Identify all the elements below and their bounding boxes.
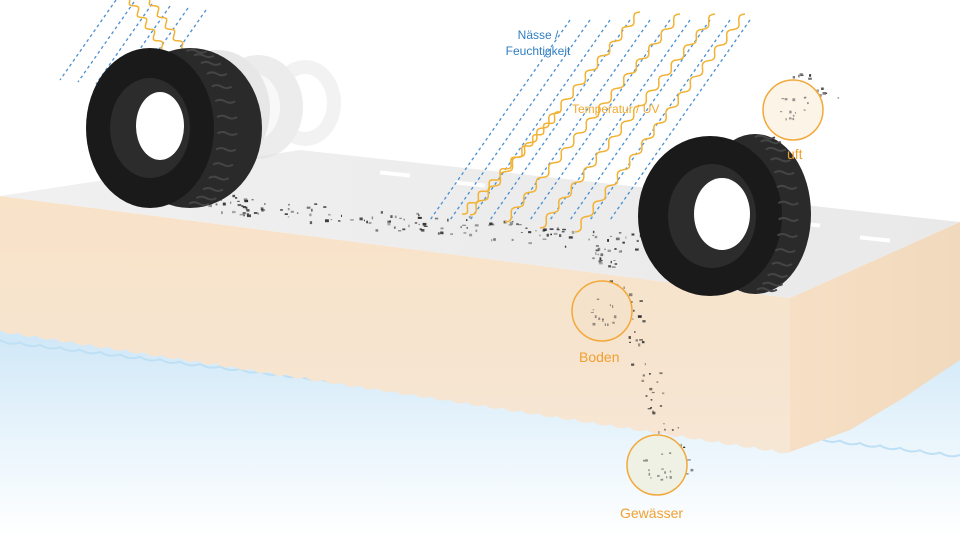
- tire-icon: [638, 134, 811, 296]
- air-circle: [762, 79, 824, 141]
- tire-icon: [86, 48, 262, 208]
- temperature-label: Temperatur / UV: [572, 102, 660, 116]
- water-circle: [626, 434, 688, 496]
- wetness-label-line1: Nässe /: [517, 28, 559, 42]
- soil-block-side: [790, 222, 960, 452]
- wetness-label: Nässe / Feuchtigkeit: [488, 27, 588, 59]
- air-label: uft: [787, 146, 803, 162]
- water-label: Gewässer: [620, 505, 684, 521]
- soil-circle: [571, 280, 633, 342]
- particle-icon: [185, 73, 840, 475]
- soil-label: Boden: [579, 349, 620, 365]
- wetness-label-line2: Feuchtigkeit: [505, 44, 571, 58]
- heat-wave-icon: [128, 0, 746, 233]
- soil-block-front: [0, 196, 790, 454]
